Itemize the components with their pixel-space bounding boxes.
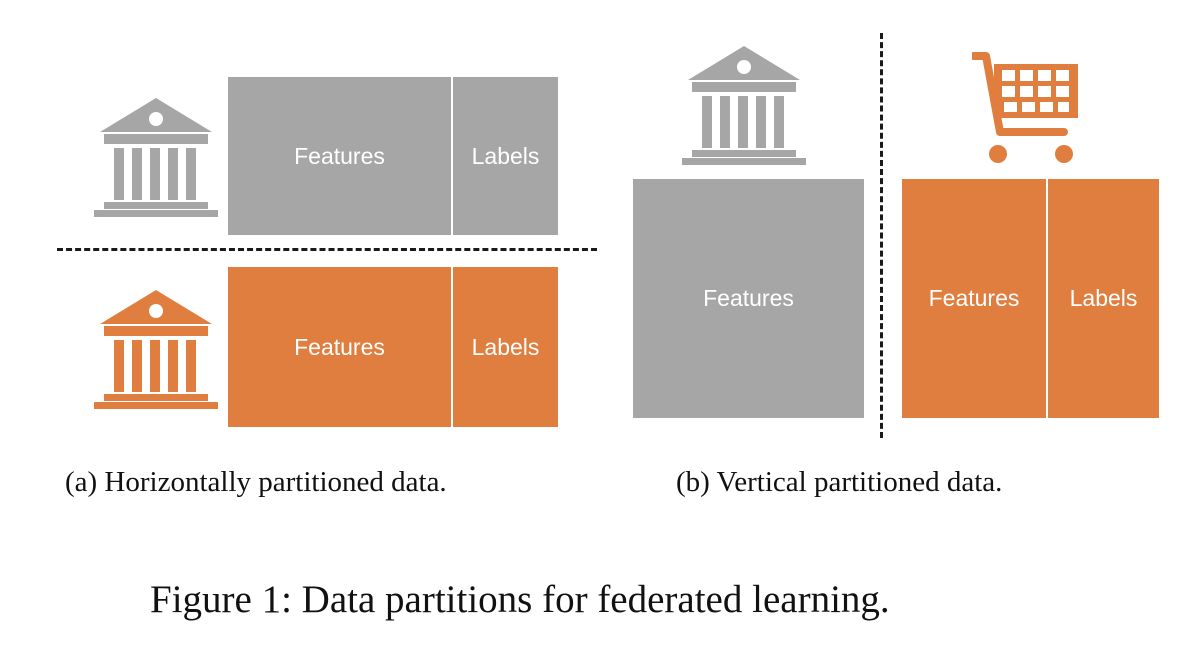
right-features-block: Features bbox=[902, 179, 1046, 418]
left-features-label: Features bbox=[703, 285, 794, 311]
vertical-divider bbox=[880, 33, 883, 438]
top-features-label: Features bbox=[294, 142, 385, 169]
shopping-cart-icon bbox=[972, 52, 1078, 163]
top-features-block: Features bbox=[228, 77, 451, 235]
left-features-block: Features bbox=[633, 179, 864, 418]
bottom-labels-label: Labels bbox=[471, 333, 540, 360]
bank-icon bbox=[682, 46, 806, 165]
bank-icon bbox=[94, 98, 218, 217]
bottom-labels-block: Labels bbox=[453, 267, 558, 427]
top-labels-block: Labels bbox=[453, 77, 558, 235]
right-labels-label: Labels bbox=[1069, 285, 1138, 311]
right-labels-block: Labels bbox=[1048, 179, 1159, 418]
bottom-features-block: Features bbox=[228, 267, 451, 427]
figure-caption: Figure 1: Data partitions for federated … bbox=[150, 578, 890, 621]
horizontal-divider bbox=[57, 248, 597, 251]
bank-icon bbox=[94, 290, 218, 409]
panel-a-caption: (a) Horizontally partitioned data. bbox=[65, 466, 447, 498]
top-labels-label: Labels bbox=[471, 142, 540, 169]
right-features-label: Features bbox=[928, 285, 1020, 311]
bottom-features-label: Features bbox=[294, 333, 385, 360]
panel-b-caption: (b) Vertical partitioned data. bbox=[676, 466, 1003, 498]
